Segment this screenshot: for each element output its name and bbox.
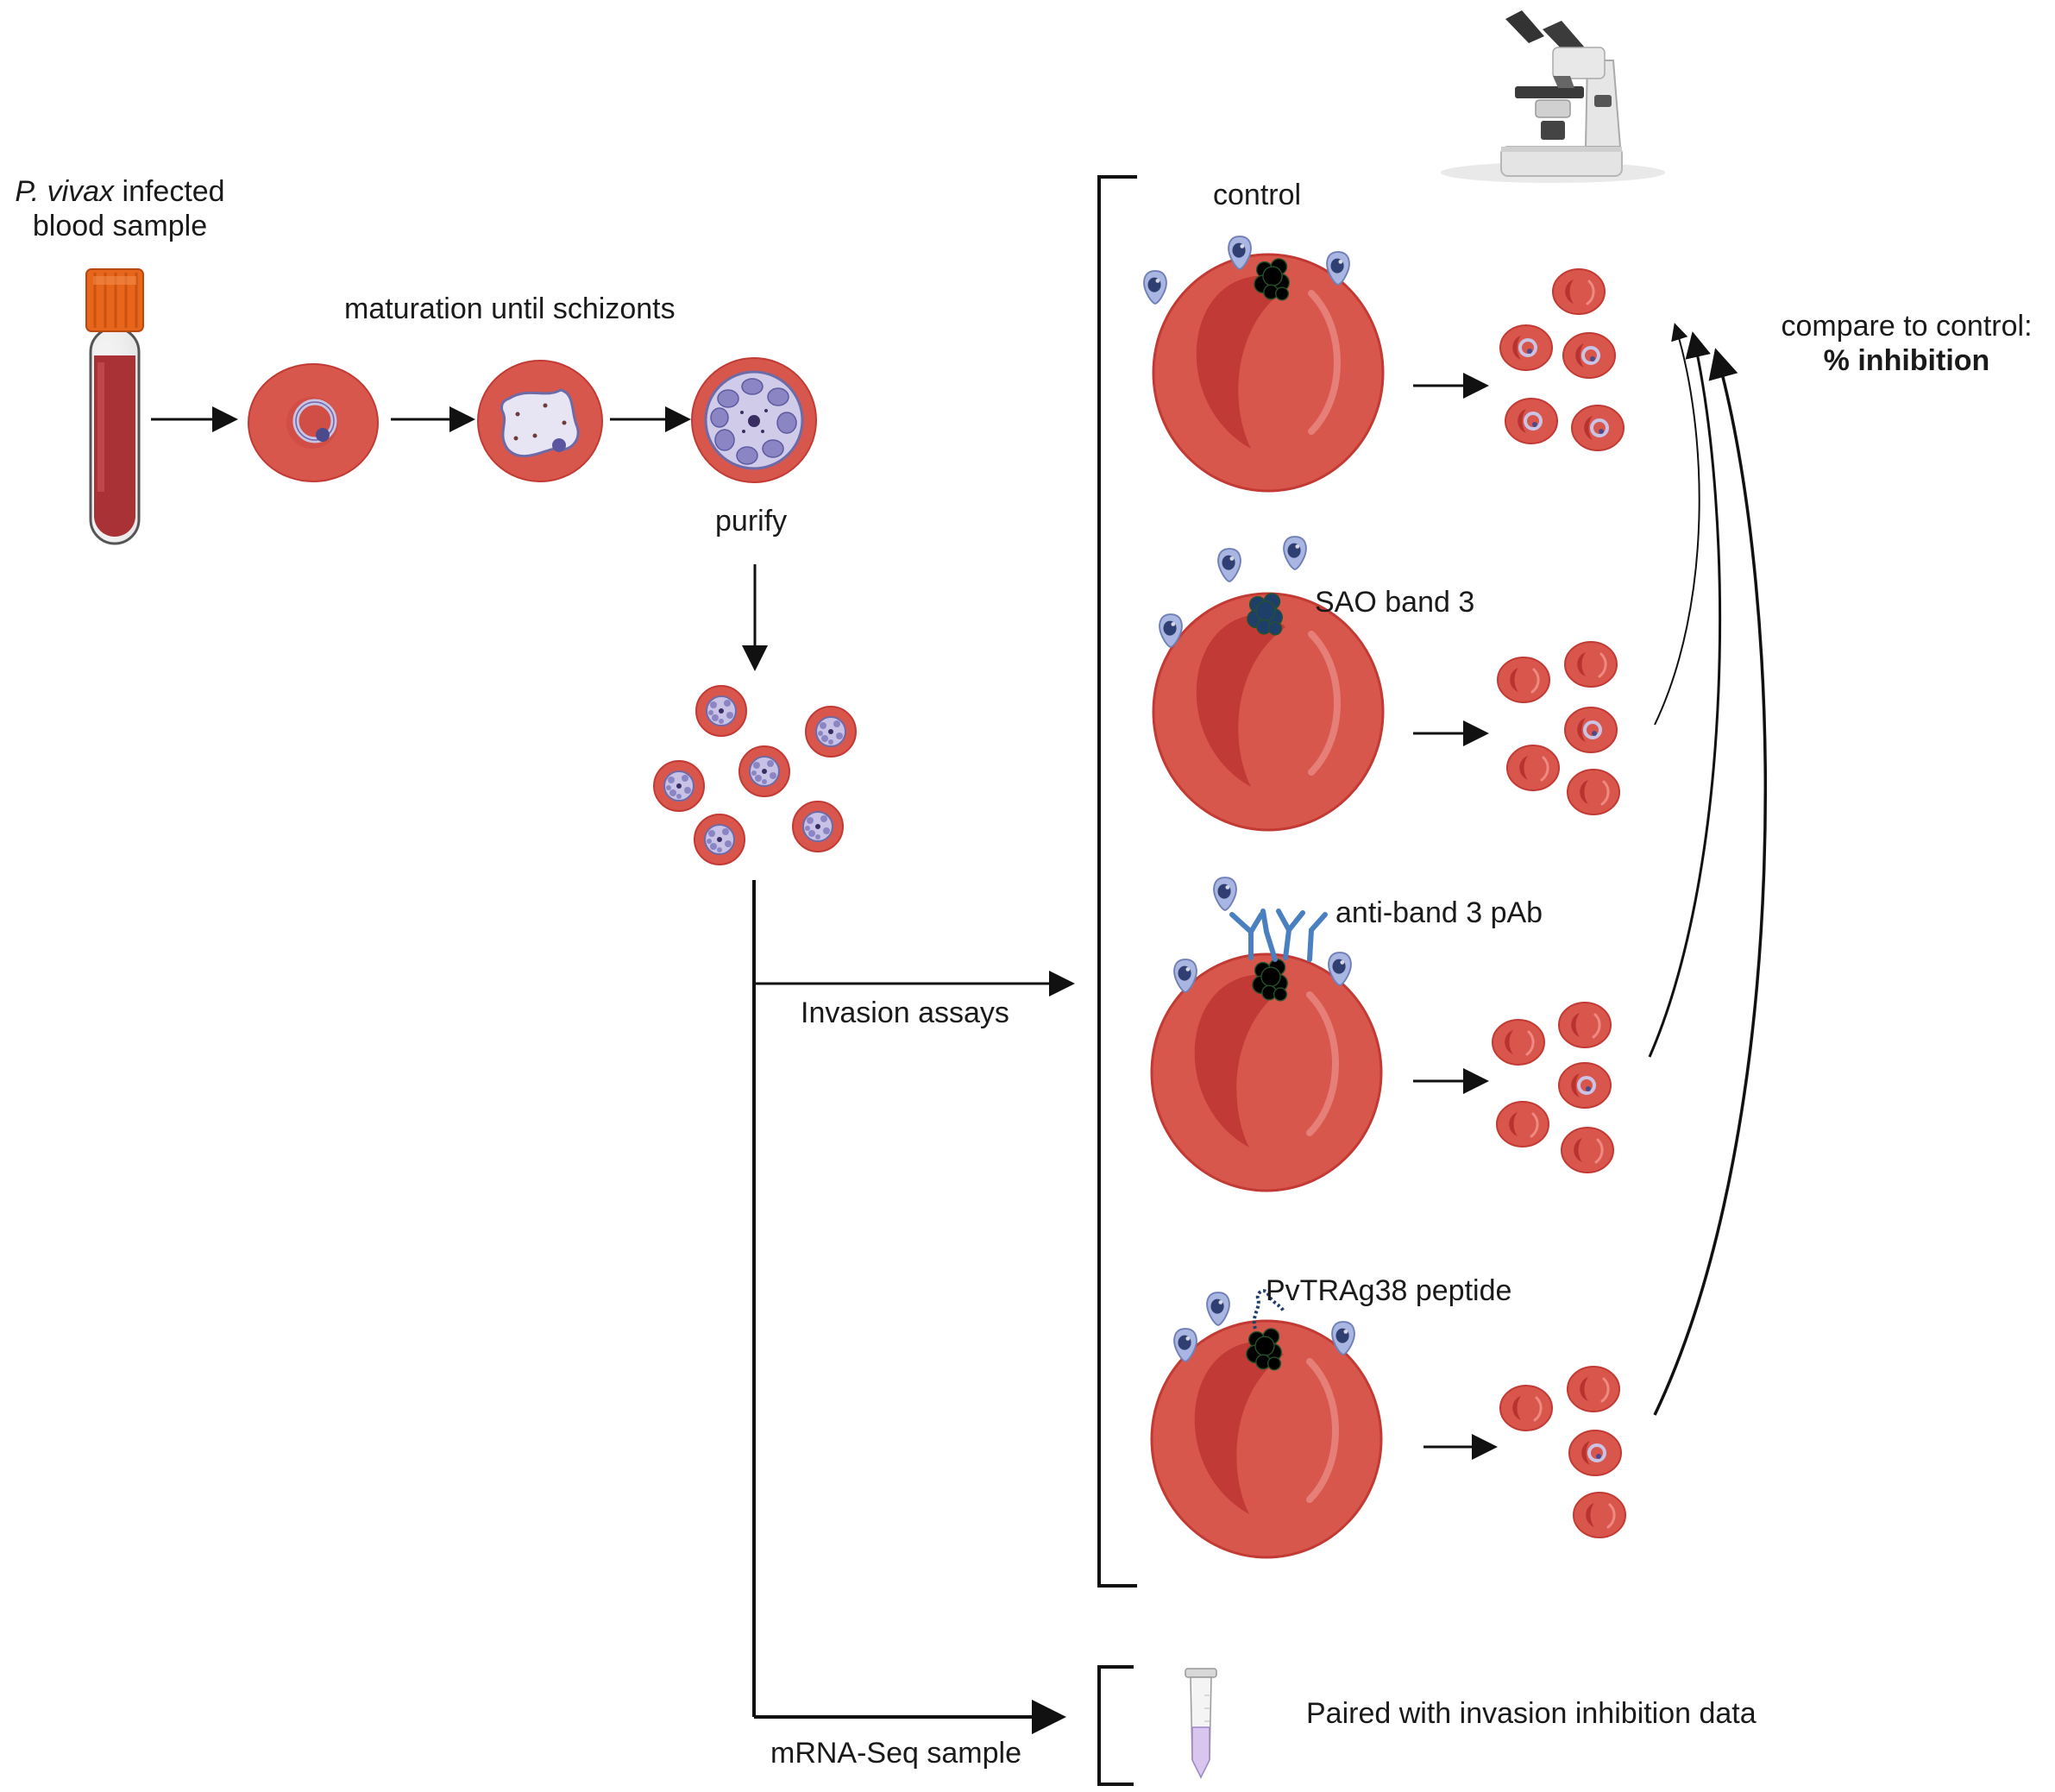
schizont-cell: [691, 357, 817, 483]
condition-label-sao: SAO band 3: [1315, 586, 1475, 619]
condition-label-antibody: anti-band 3 pAb: [1335, 896, 1543, 929]
peptide-result-cells: [1499, 1365, 1627, 1539]
maturation-label: maturation until schizonts: [344, 292, 676, 325]
peptide-assay: [1150, 1289, 1383, 1559]
purify-label: purify: [715, 505, 788, 538]
species-name: P. vivax: [15, 175, 115, 208]
compare-line2: % inhibition: [1823, 344, 1990, 377]
microscope-icon: [1441, 10, 1665, 183]
compare-label: compare to control: % inhibition: [1764, 309, 2049, 378]
purified-schizonts: [653, 685, 857, 865]
paired-label: Paired with invasion inhibition data: [1306, 1697, 1756, 1730]
sao-result-cells: [1496, 640, 1621, 816]
condition-label-peptide: PvTRAg38 peptide: [1266, 1274, 1512, 1307]
peptide-icon: [1252, 1289, 1285, 1330]
blood-tube-icon: [85, 268, 144, 545]
ring-stage-cell: [248, 363, 379, 482]
trophozoite-cell: [477, 360, 603, 482]
antibody-icon: [1229, 909, 1328, 962]
mrna-seq-label: mRNA-Seq sample: [770, 1737, 1021, 1770]
condition-label-control: control: [1213, 179, 1302, 211]
antibody-assay: [1150, 877, 1383, 1192]
antibody-result-cells: [1491, 1001, 1615, 1174]
sao-band3-assay: [1152, 536, 1385, 832]
invasion-assays-label: Invasion assays: [801, 997, 1009, 1029]
control-assay: [1143, 236, 1385, 493]
compare-line1: compare to control:: [1781, 310, 2033, 343]
eppendorf-tube-icon: [1185, 1668, 1217, 1779]
sample-label: P. vivax infected blood sample: [4, 174, 236, 243]
sample-line2: blood sample: [32, 210, 208, 242]
control-result-cells: [1499, 267, 1625, 452]
sample-line1: infected: [114, 175, 225, 208]
